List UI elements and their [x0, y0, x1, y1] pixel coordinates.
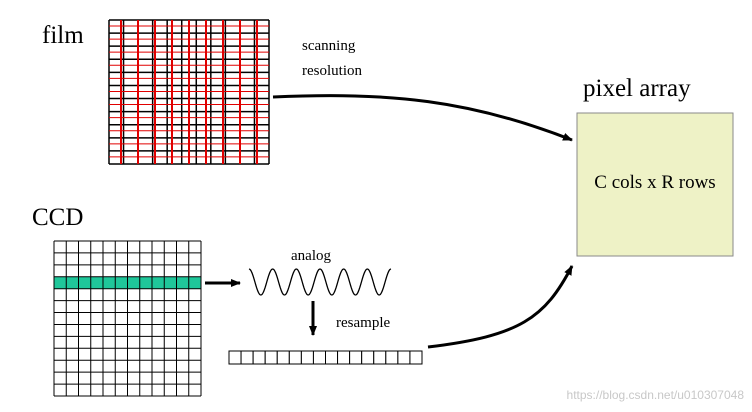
strip-cell — [373, 350, 387, 365]
pixel-array-title: pixel array — [583, 75, 691, 102]
strip-cell — [264, 350, 278, 365]
pixel-array-box — [576, 112, 734, 257]
strip-cell — [300, 350, 314, 365]
strip-cell — [312, 350, 326, 365]
strip-cell — [288, 350, 302, 365]
strip-cell — [276, 350, 290, 365]
strip-cell — [325, 350, 339, 365]
strip-cell — [409, 350, 423, 365]
ccd-grid — [53, 240, 202, 397]
watermark: https://blog.csdn.net/u010307048 — [567, 388, 745, 402]
scanning-label-line1: scanning — [302, 38, 356, 54]
resampled-strip — [228, 350, 423, 365]
film-grid — [108, 19, 270, 165]
strip-cell — [361, 350, 375, 365]
curved-arrow-icon — [427, 265, 574, 349]
analog-label: analog — [291, 248, 331, 264]
curved-arrow-icon — [272, 94, 573, 142]
strip-cell — [337, 350, 351, 365]
strip-cell — [385, 350, 399, 365]
ccd-label: CCD — [32, 204, 83, 231]
strip-cell — [252, 350, 266, 365]
scanning-label-line2: resolution — [302, 63, 362, 79]
strip-cell — [397, 350, 411, 365]
strip-cell — [228, 350, 242, 365]
strip-cell — [349, 350, 363, 365]
strip-cell — [240, 350, 254, 365]
pixel-array-dimensions: C cols x R rows — [594, 172, 715, 193]
resample-label: resample — [336, 315, 390, 331]
film-label: film — [42, 22, 84, 49]
sine-wave-icon — [248, 268, 392, 296]
